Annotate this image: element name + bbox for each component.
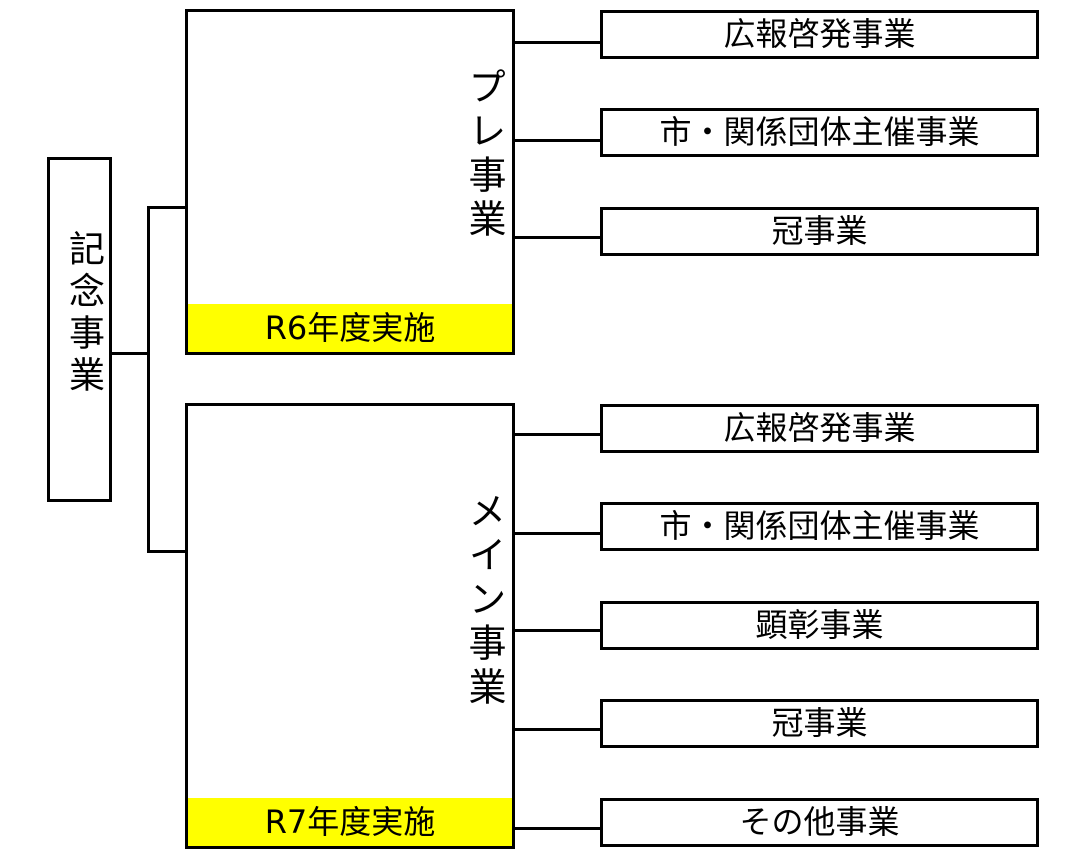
child-node: その他事業 [600, 798, 1039, 847]
period-badge: R7年度実施 [188, 798, 512, 846]
connector [514, 728, 601, 731]
connector [514, 433, 601, 436]
connector [514, 41, 601, 44]
group-label: メイン事業 [462, 491, 506, 711]
connector [111, 352, 149, 355]
connector [147, 206, 150, 553]
child-node: 広報啓発事業 [600, 10, 1039, 59]
connector [514, 236, 601, 239]
child-node: 顕彰事業 [600, 601, 1039, 650]
child-node: 冠事業 [600, 699, 1039, 748]
child-node: 冠事業 [600, 207, 1039, 256]
connector [514, 629, 601, 632]
period-badge: R6年度実施 [188, 304, 512, 352]
group-label: プレ事業 [462, 67, 506, 243]
group-main: メイン事業 R7年度実施 [185, 403, 515, 849]
group-pre: プレ事業 R6年度実施 [185, 9, 515, 355]
connector [514, 827, 601, 830]
root-label: 記念事業 [63, 230, 104, 398]
connector [514, 139, 601, 142]
root-node: 記念事業 [47, 157, 112, 502]
child-node: 市・関係団体主催事業 [600, 108, 1039, 157]
connector [514, 532, 601, 535]
child-node: 広報啓発事業 [600, 404, 1039, 453]
child-node: 市・関係団体主催事業 [600, 502, 1039, 551]
connector [147, 550, 186, 553]
connector [147, 206, 186, 209]
